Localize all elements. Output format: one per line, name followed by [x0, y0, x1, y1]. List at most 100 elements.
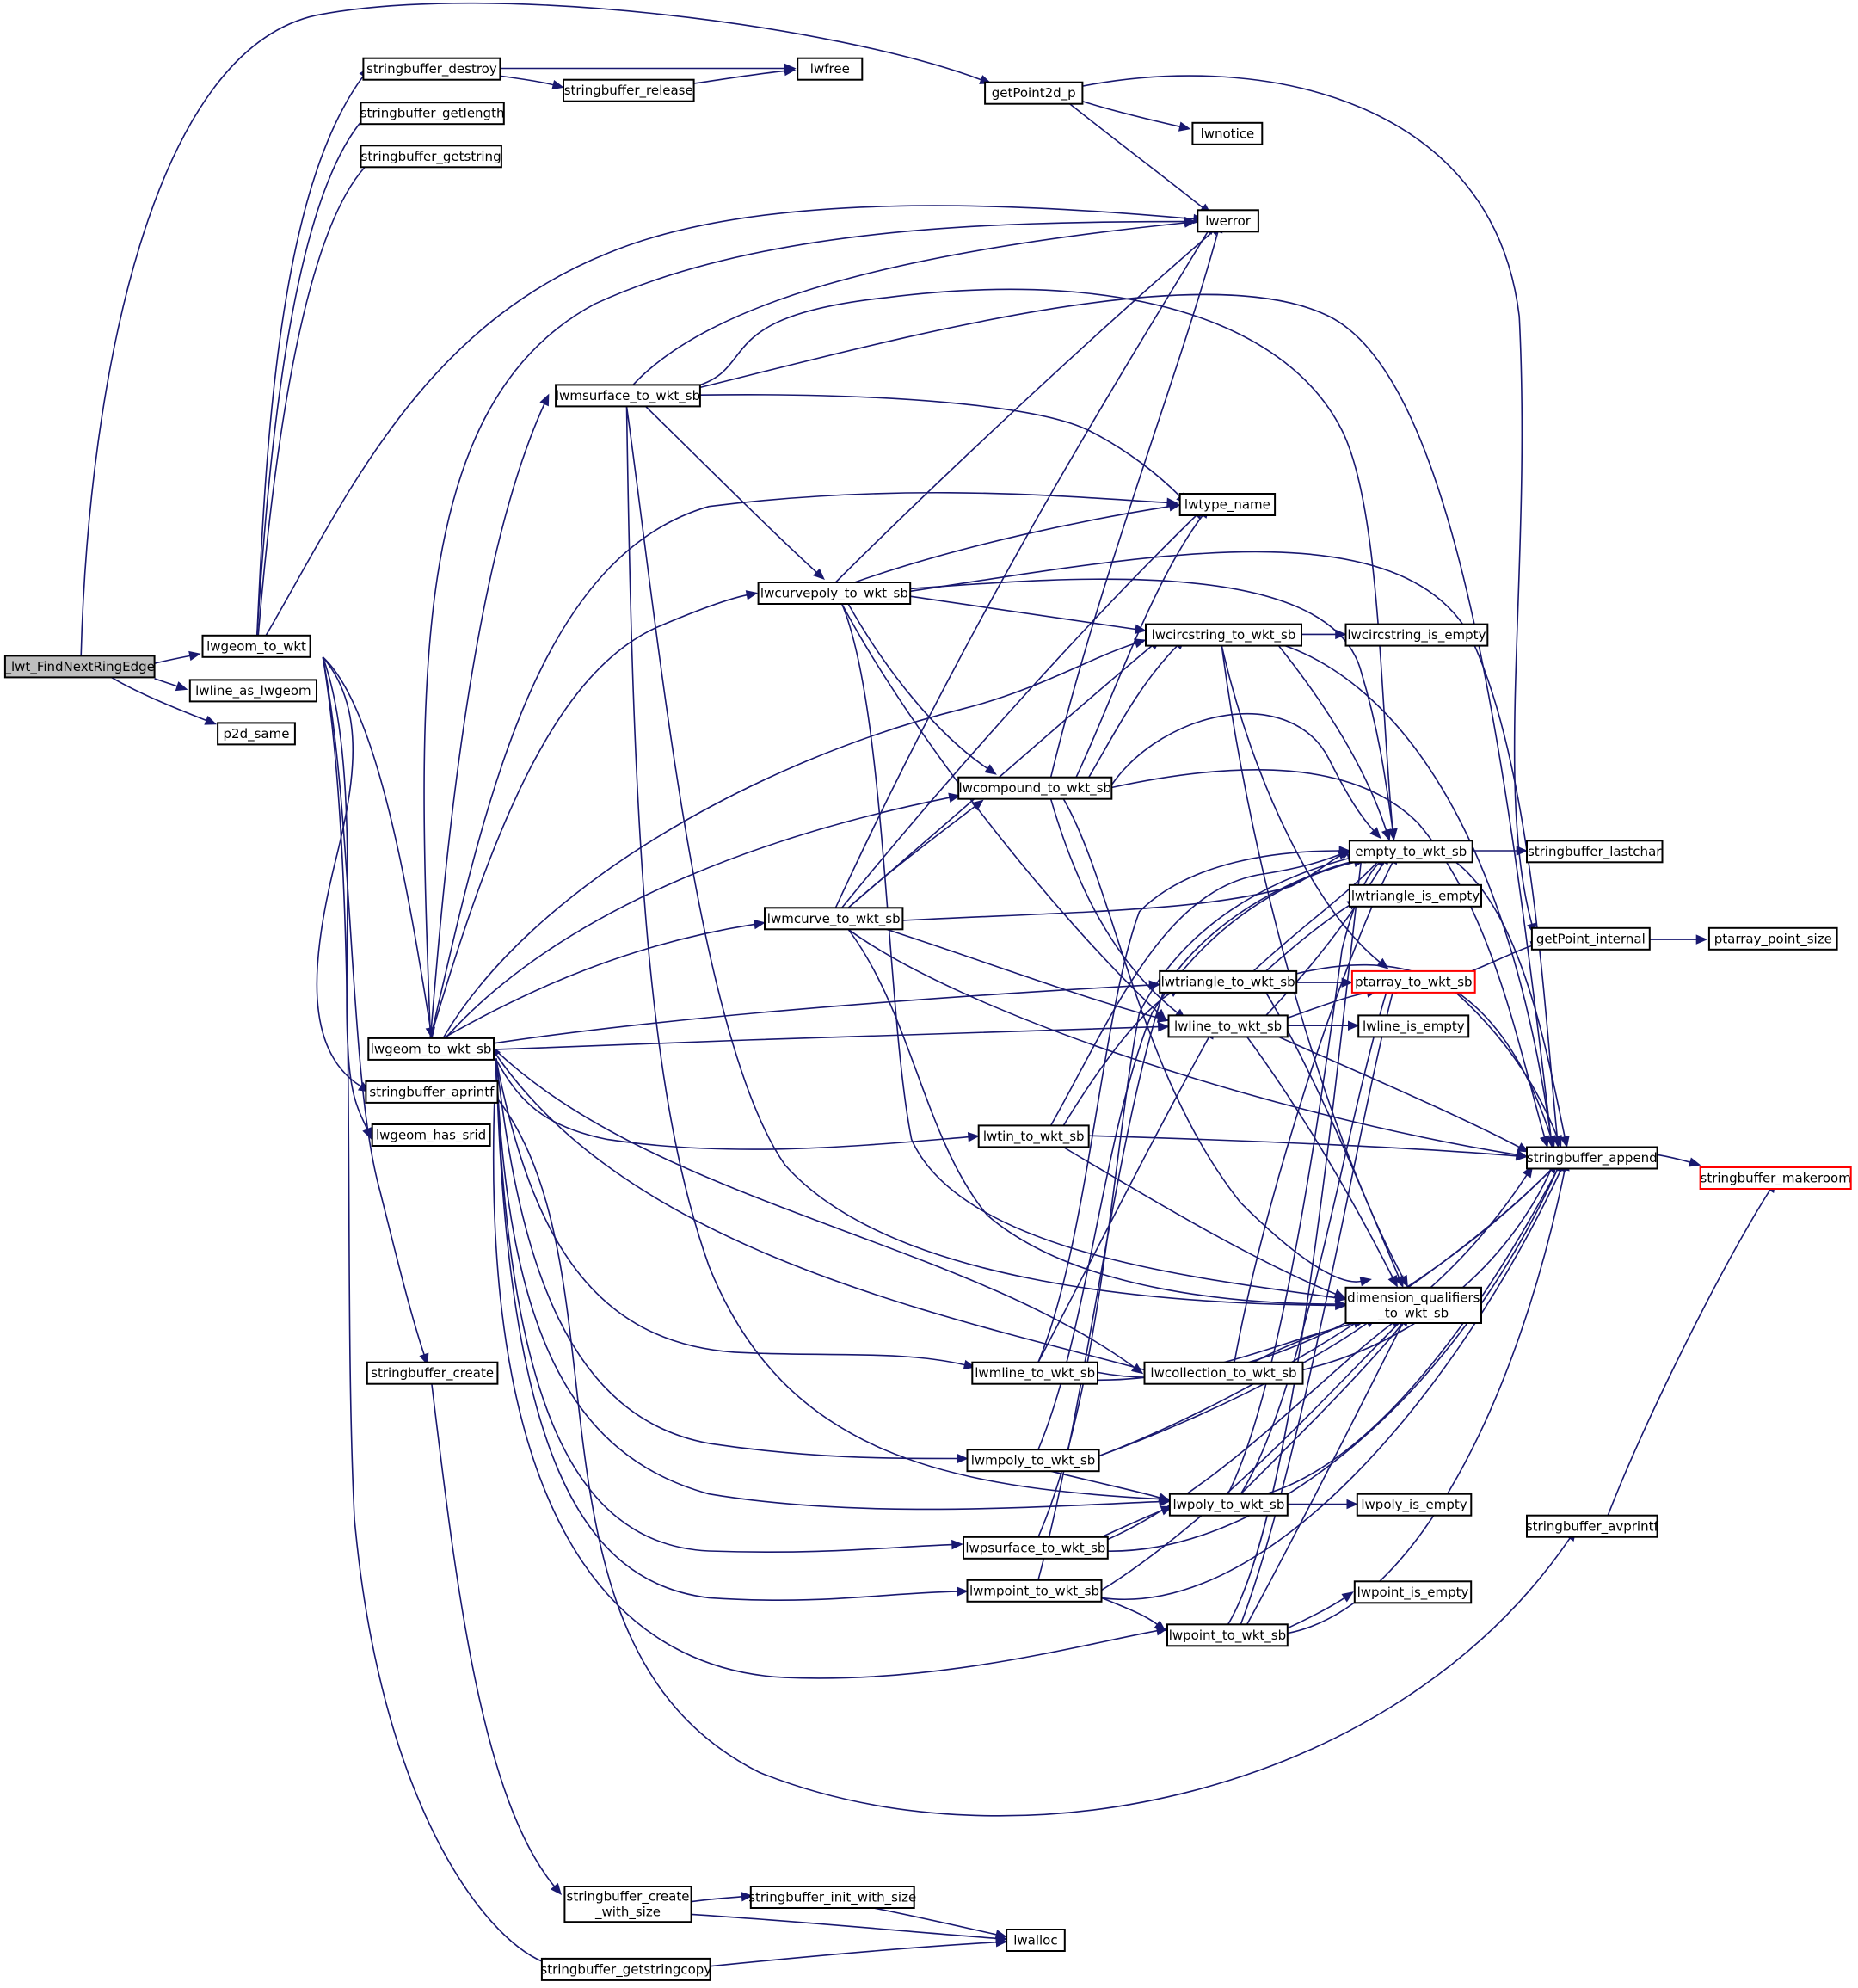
edge-line [691, 1896, 742, 1903]
function-node-sb-lastchar[interactable]: stringbuffer_lastchar [1526, 840, 1664, 864]
function-node-lwline-as-lwgeom[interactable]: lwline_as_lwgeom [188, 679, 317, 703]
function-node-dimqual[interactable]: dimension_qualifiers_to_wkt_sb [1344, 1286, 1482, 1325]
edge-line [1277, 645, 1387, 831]
function-node-lwpsurface[interactable]: lwpsurface_to_wkt_sb [963, 1536, 1109, 1560]
arrowhead [1381, 828, 1391, 841]
function-node-p2d-same[interactable]: p2d_same [217, 722, 296, 746]
function-node-sb-create[interactable]: stringbuffer_create [366, 1361, 499, 1385]
arrowhead [1552, 1135, 1562, 1148]
arrowhead [1178, 121, 1191, 132]
function-node-ptarray-point-size[interactable]: ptarray_point_size [1707, 926, 1838, 951]
edge-line [632, 222, 1185, 385]
edge-line [495, 1059, 969, 1150]
function-node-lwalloc[interactable]: lwalloc [1006, 1929, 1066, 1952]
call-edge-lwline_to_wkt_sb-to-sb_append [1278, 1036, 1529, 1153]
function-node-lwfree[interactable]: lwfree [797, 57, 864, 81]
function-node-lwmsurface[interactable]: lwmsurface_to_wkt_sb [555, 384, 701, 408]
function-node-lwnotice[interactable]: lwnotice [1191, 121, 1264, 145]
arrowhead [175, 681, 188, 692]
function-node-sb-create-ws[interactable]: stringbuffer_create_with_size [563, 1886, 692, 1923]
edge-line [1050, 1470, 1160, 1499]
function-node-lwpoint-empty[interactable]: lwpoint_is_empty [1353, 1580, 1473, 1604]
function-node-sb-init-ws[interactable]: stringbuffer_init_with_size [748, 1886, 916, 1909]
function-node-lwmline[interactable]: lwmline_to_wkt_sb [971, 1361, 1099, 1385]
function-node-lwmcurve[interactable]: lwmcurve_to_wkt_sb [764, 907, 904, 931]
function-node-sb-getstringcopy[interactable]: stringbuffer_getstringcopy [540, 1957, 711, 1981]
edge-line [429, 403, 545, 1038]
node-box [1526, 1146, 1658, 1170]
edge-line [1062, 992, 1172, 1126]
function-node-lwgeom-to-wkt[interactable]: lwgeom_to_wkt [201, 634, 311, 658]
function-node-lwtype-name[interactable]: lwtype_name [1178, 493, 1277, 516]
function-node-sb-aprintf[interactable]: stringbuffer_aprintf [365, 1080, 499, 1104]
function-node-sb-getlength[interactable]: stringbuffer_getlength [360, 102, 505, 126]
function-node-lwgeom-to-wkt-sb[interactable]: lwgeom_to_wkt_sb [367, 1037, 495, 1061]
function-node-lwcollection[interactable]: lwcollection_to_wkt_sb [1143, 1361, 1304, 1385]
function-node-lwtriangle-empty[interactable]: lwtriangle_is_empty [1348, 883, 1483, 908]
function-node-lwgeom-has-srid[interactable]: lwgeom_has_srid [371, 1123, 491, 1147]
edge-line [1468, 945, 1533, 974]
edge-line [1069, 103, 1203, 209]
node-label: dimension_qualifiers [1347, 1289, 1480, 1306]
call-edge-lwmsurface-to-lwtype_name [699, 394, 1188, 505]
node-box [1699, 1166, 1852, 1190]
node-box [360, 145, 502, 169]
edge-line [154, 655, 190, 664]
node-label: lwalloc [1013, 1933, 1057, 1948]
function-node-lwtin[interactable]: lwtin_to_wkt_sb [977, 1124, 1090, 1148]
function-node-lwmpoly[interactable]: lwmpoly_to_wkt_sb [966, 1449, 1100, 1473]
function-node-ptarray-to-wkt-sb[interactable]: ptarray_to_wkt_sb [1350, 969, 1476, 994]
call-edge-root-to-getPoint2d_p [80, 2, 992, 656]
function-node-sb-release[interactable]: stringbuffer_release [563, 78, 695, 102]
edge-line [699, 293, 1552, 1137]
arrowhead [1157, 1493, 1171, 1503]
call-edge-lwmcurve-to-dimqual [847, 928, 1347, 1309]
call-edge-lwgeom_to_wkt_sb-to-lwcompound [442, 792, 961, 1042]
function-node-lwcircstring[interactable]: lwcircstring_to_wkt_sb [1145, 623, 1302, 647]
edge-line [111, 676, 207, 722]
node-label: lwpoly_is_empty [1361, 1497, 1467, 1513]
edge-line [493, 1093, 1571, 1817]
edge-line [442, 923, 755, 1039]
edge-line [1265, 904, 1350, 972]
function-node-lwpoint[interactable]: lwpoint_to_wkt_sb [1166, 1623, 1289, 1647]
function-node-getPoint2d-p[interactable]: getPoint2d_p [984, 81, 1084, 105]
function-node-sb-makeroom[interactable]: stringbuffer_makeroom [1699, 1166, 1852, 1190]
edge-line [1037, 861, 1355, 1450]
call-edge-lwtriangle-to-lwtriangle_empty [1265, 899, 1359, 972]
node-label: stringbuffer_lastchar [1528, 844, 1662, 860]
function-node-sb-destroy[interactable]: stringbuffer_destroy [362, 57, 501, 81]
function-node-lwline-to-wkt-sb[interactable]: lwline_to_wkt_sb [1167, 1014, 1289, 1038]
arrowhead [551, 79, 564, 90]
function-node-lwline-empty[interactable]: lwline_is_empty [1357, 1014, 1470, 1038]
call-edge-lwcompound-to-empty_to_wkt_sb [1110, 712, 1381, 840]
arrowhead [550, 1882, 563, 1895]
function-node-lwcurvepoly[interactable]: lwcurvepoly_to_wkt_sb [757, 582, 912, 605]
node-box [1348, 840, 1473, 864]
node-label: lwmsurface_to_wkt_sb [556, 388, 700, 404]
call-edge-lwcollection-to-sb_append [1302, 1160, 1556, 1371]
call-edge-lwmcurve-to-lwline_to_wkt_sb [886, 928, 1170, 1023]
arrowhead [1157, 1021, 1170, 1032]
function-node-lwpoly[interactable]: lwpoly_to_wkt_sb [1168, 1493, 1289, 1517]
node-box [1191, 121, 1264, 145]
function-node-lwmpoint[interactable]: lwmpoint_to_wkt_sb [966, 1579, 1103, 1603]
function-node-lwcompound[interactable]: lwcompound_to_wkt_sb [957, 776, 1113, 800]
function-node-sb-append[interactable]: stringbuffer_append [1526, 1146, 1658, 1170]
edge-line [1240, 992, 1387, 1495]
edge-line [1252, 861, 1378, 972]
edge-line [492, 1058, 1158, 1679]
edge-line [645, 405, 817, 573]
call-edge-sb_getstringcopy-to-lwalloc [710, 1937, 1008, 1967]
edge-line [154, 678, 178, 687]
function-node-lwtriangle[interactable]: lwtriangle_to_wkt_sb [1159, 969, 1298, 994]
function-node-lwpoly-empty[interactable]: lwpoly_is_empty [1356, 1493, 1473, 1517]
function-node-lwcircstring-empty[interactable]: lwcircstring_is_empty [1344, 623, 1489, 647]
function-node-sb-getstring[interactable]: stringbuffer_getstring [360, 145, 502, 169]
function-node-lwerror[interactable]: lwerror [1197, 209, 1259, 233]
function-node-sb-avprintf[interactable]: stringbuffer_avprintf [1526, 1514, 1659, 1538]
edge-line [1607, 1190, 1771, 1516]
function-node-empty-to-wkt-sb[interactable]: empty_to_wkt_sb [1348, 840, 1473, 864]
function-node-getPoint-internal[interactable]: getPoint_internal [1530, 926, 1651, 951]
